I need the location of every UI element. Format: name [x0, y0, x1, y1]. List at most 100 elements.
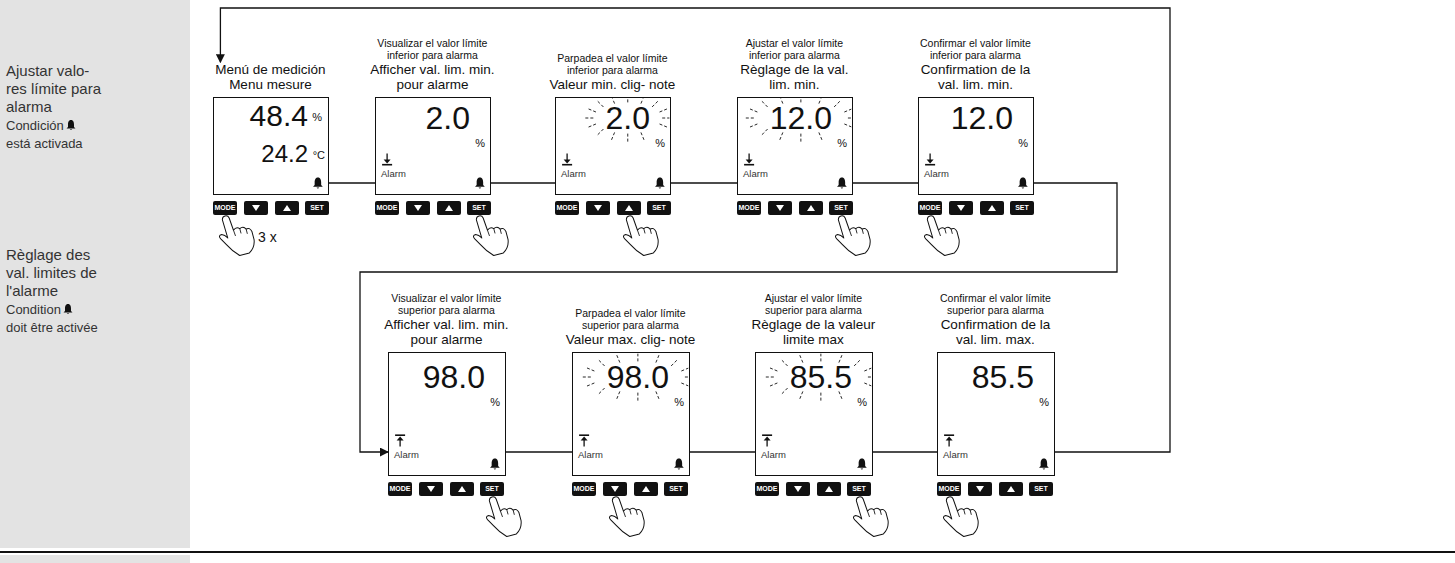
min-limit-symbol	[562, 153, 572, 165]
min-limit-symbol	[744, 153, 754, 165]
display-unit: °C	[313, 150, 325, 161]
mode-button: MODE	[572, 482, 596, 496]
pointing-hand	[469, 210, 511, 259]
caption-es: Confirmar el valor límite superior para …	[930, 292, 1060, 316]
caption-es: Parpadea el valor límite superior para a…	[565, 307, 695, 331]
condition-text: Condición	[6, 118, 64, 133]
blink-rays	[584, 99, 669, 143]
bell-icon	[674, 458, 684, 469]
set-button: SET	[467, 201, 491, 215]
mode-button: MODE	[213, 201, 237, 215]
display-value: 24.2	[261, 142, 308, 166]
up-button	[634, 482, 658, 496]
side-band: Ajustar valo- res límite para alarmaCond…	[0, 0, 190, 548]
caption-fr: Valeur max. clig- note	[565, 333, 695, 348]
display-unit: %	[490, 397, 500, 408]
display-value: 2.0	[426, 102, 470, 134]
caption: Confirmar el valor límite inferior para …	[910, 37, 1040, 93]
set-button: SET	[1010, 201, 1034, 215]
flow-connector	[220, 8, 1170, 452]
lcd-screen: Parpadea el valor límite superior para a…	[572, 352, 690, 476]
up-button	[817, 482, 841, 496]
lcd-screen: Ajustar el valor límite superior para al…	[755, 352, 873, 476]
condition-text: doit être activée	[6, 319, 110, 337]
caption-fr: Valeur min. clig- note	[547, 78, 677, 93]
up-button	[450, 482, 474, 496]
lcd-screen: Confirmar el valor límite inferior para …	[918, 97, 1034, 195]
display-unit: %	[475, 138, 485, 149]
caption-fr: Afficher val. lim. min. pour alarme	[367, 63, 497, 93]
side-heading: Règlage des val. limites de l'alarme	[6, 246, 110, 300]
caption: Visualizar el valor límite superior para…	[381, 292, 511, 348]
max-limit-symbol	[579, 434, 589, 446]
caption: Menú de mediciónMenu mesure	[205, 63, 335, 93]
condition-text: está activada	[6, 135, 110, 153]
caption: Ajustar el valor límite superior para al…	[748, 292, 878, 348]
bottom-rule	[0, 551, 1455, 553]
display-value: 48.4	[250, 101, 308, 131]
set-button: SET	[829, 201, 853, 215]
caption-es: Parpadea el valor límite inferior para a…	[547, 52, 677, 76]
caption: Parpadea el valor límite inferior para a…	[547, 52, 677, 93]
caption-fr: Confirmation de la val. lim. min.	[910, 63, 1040, 93]
bell-icon	[655, 177, 665, 188]
mode-button: MODE	[375, 201, 399, 215]
lcd-screen: Visualizar el valor límite superior para…	[388, 352, 506, 476]
caption-es: Visualizar el valor límite inferior para…	[367, 37, 497, 61]
caption-es: Menú de medición	[205, 63, 335, 78]
flow-connector	[690, 451, 755, 452]
set-button: SET	[480, 482, 504, 496]
caption-fr: Menu mesure	[205, 78, 335, 93]
display-value: 12.0	[770, 102, 832, 134]
alarm-text: Alarm	[761, 450, 786, 460]
pointing-hand	[849, 491, 891, 540]
alarm-text: Alarm	[743, 169, 768, 179]
up-button	[799, 201, 823, 215]
up-button	[999, 482, 1023, 496]
pointing-hand	[619, 210, 661, 259]
down-button	[768, 201, 792, 215]
pointing-hand	[920, 210, 962, 259]
min-limit-symbol	[925, 153, 935, 165]
set-button: SET	[847, 482, 871, 496]
up-button	[617, 201, 641, 215]
down-button	[968, 482, 992, 496]
mode-button: MODE	[937, 482, 961, 496]
bell-icon	[313, 177, 323, 188]
set-button: SET	[305, 201, 329, 215]
caption-fr: Confirmation de la val. lim. max.	[930, 318, 1060, 348]
pointing-hand	[605, 491, 647, 540]
alarm-text: Alarm	[578, 450, 603, 460]
bell-icon	[475, 177, 485, 188]
lcd-screen: Ajustar el valor límite inferior para al…	[737, 97, 853, 195]
bell-icon	[1039, 458, 1049, 469]
lcd-screen: Menú de mediciónMenu mesure48.4%24.2°C	[213, 97, 329, 195]
alarm-text: Alarm	[394, 450, 419, 460]
lcd-screen: Confirmar el valor límite superior para …	[937, 352, 1055, 476]
pointing-hand	[939, 491, 981, 540]
up-button	[980, 201, 1004, 215]
alarm-text: Alarm	[943, 450, 968, 460]
down-button	[244, 201, 268, 215]
max-limit-symbol	[762, 434, 772, 446]
pointing-hand	[215, 210, 257, 259]
side-heading: Ajustar valo- res límite para alarma	[6, 62, 110, 116]
down-button	[949, 201, 973, 215]
caption: Confirmar el valor límite superior para …	[930, 292, 1060, 348]
condition-text: Condition	[6, 302, 61, 317]
display-unit: %	[312, 112, 322, 123]
mode-button: MODE	[388, 482, 412, 496]
set-button: SET	[1029, 482, 1053, 496]
max-limit-symbol	[944, 434, 954, 446]
display-value: 98.0	[423, 361, 485, 393]
lcd-screen: Parpadea el valor límite inferior para a…	[555, 97, 671, 195]
caption-fr: Règlage de la valeur limite max	[748, 318, 878, 348]
caption-es: Visualizar el valor límite superior para…	[381, 292, 511, 316]
down-button	[586, 201, 610, 215]
caption-es: Confirmar el valor límite inferior para …	[910, 37, 1040, 61]
caption-fr: Afficher val. lim. min. pour alarme	[381, 318, 511, 348]
display-value: 85.5	[972, 361, 1034, 393]
display-unit: %	[655, 138, 665, 149]
